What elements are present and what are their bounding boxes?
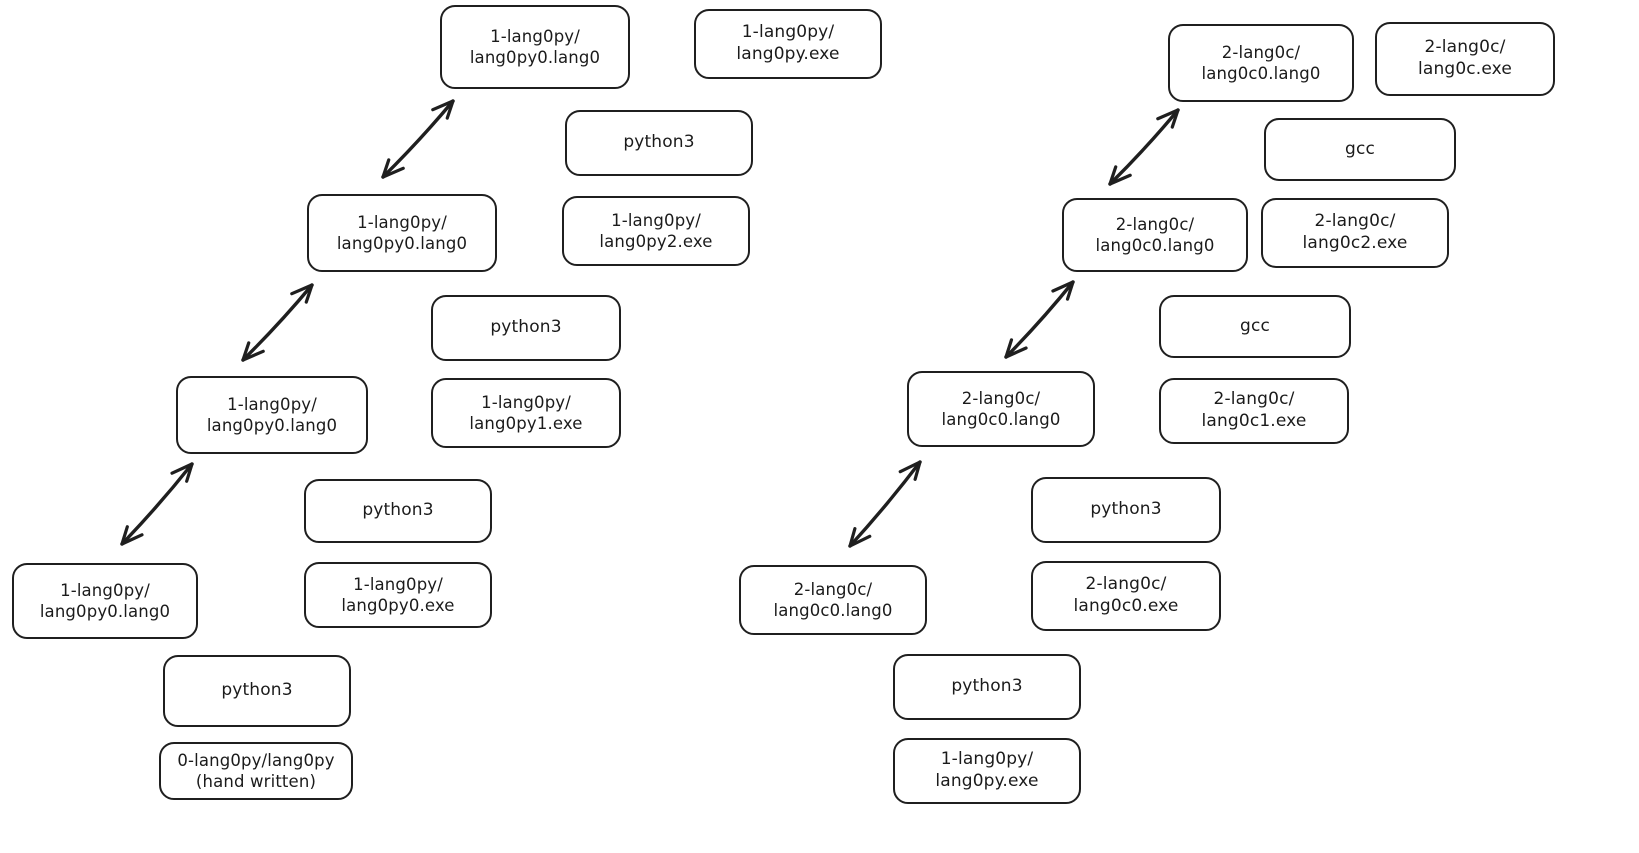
node-box: python3 (1031, 477, 1221, 543)
node-box: 2-lang0c/ lang0c0.lang0 (907, 371, 1095, 447)
node-box: 1-lang0py/ lang0py0.lang0 (307, 194, 497, 272)
node-box: 2-lang0c/ lang0c.exe (1375, 22, 1555, 96)
node-box: python3 (431, 295, 621, 361)
double-arrow (1108, 108, 1180, 186)
double-arrow (1004, 280, 1075, 359)
node-box: python3 (565, 110, 753, 176)
node-box: 1-lang0py/ lang0py0.lang0 (176, 376, 368, 454)
node-box: 0-lang0py/lang0py (hand written) (159, 742, 353, 800)
node-box: gcc (1264, 118, 1456, 181)
node-box: 2-lang0c/ lang0c0.lang0 (739, 565, 927, 635)
double-arrow (120, 462, 194, 546)
double-arrow (241, 283, 314, 362)
node-box: 1-lang0py/ lang0py.exe (893, 738, 1081, 804)
node-box: 2-lang0c/ lang0c2.exe (1261, 198, 1449, 268)
double-arrow (381, 99, 455, 179)
node-box: 1-lang0py/ lang0py0.lang0 (12, 563, 198, 639)
double-arrow (848, 460, 922, 548)
node-box: 1-lang0py/ lang0py1.exe (431, 378, 621, 448)
node-box: 2-lang0c/ lang0c0.lang0 (1062, 198, 1248, 272)
node-box: python3 (304, 479, 492, 543)
node-box: python3 (893, 654, 1081, 720)
node-box: 1-lang0py/ lang0py0.lang0 (440, 5, 630, 89)
node-box: 2-lang0c/ lang0c1.exe (1159, 378, 1349, 444)
node-box: 2-lang0c/ lang0c0.lang0 (1168, 24, 1354, 102)
node-box: 1-lang0py/ lang0py.exe (694, 9, 882, 79)
node-box: python3 (163, 655, 351, 727)
node-box: 2-lang0c/ lang0c0.exe (1031, 561, 1221, 631)
node-box: 1-lang0py/ lang0py0.exe (304, 562, 492, 628)
node-box: gcc (1159, 295, 1351, 358)
node-box: 1-lang0py/ lang0py2.exe (562, 196, 750, 266)
